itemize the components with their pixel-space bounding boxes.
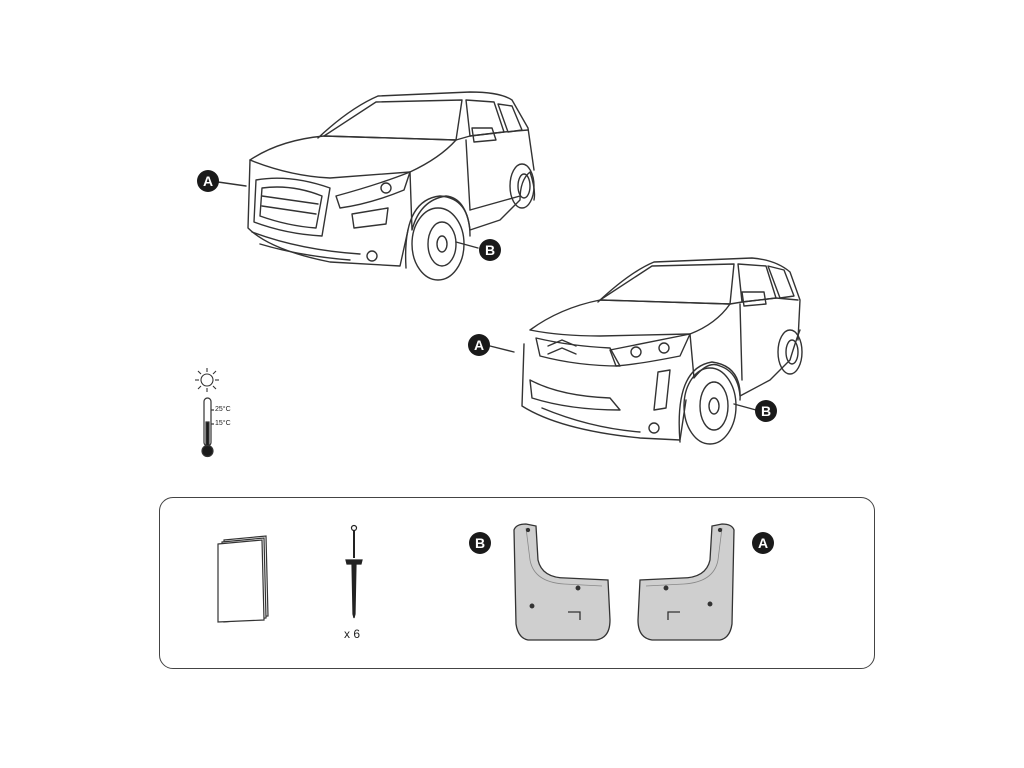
temperature-high-label: 25°C bbox=[215, 406, 231, 413]
rivet-icon bbox=[345, 524, 363, 619]
callout-a-mudflap: A bbox=[752, 532, 774, 554]
mudflap-a-icon bbox=[637, 523, 735, 641]
parts-kit-box bbox=[159, 497, 875, 669]
callout-a-car1: A bbox=[197, 170, 219, 192]
callout-b-car1: B bbox=[479, 239, 501, 261]
mudflap-b-icon bbox=[513, 523, 611, 641]
temperature-low-label: 15°C bbox=[215, 420, 231, 427]
callout-b-car2: B bbox=[755, 400, 777, 422]
rivet-quantity-label: x 6 bbox=[344, 627, 361, 641]
callout-b-mudflap: B bbox=[469, 532, 491, 554]
sun-icon bbox=[195, 368, 219, 392]
instruction-booklet-icon bbox=[217, 535, 269, 623]
callout-a-car2: A bbox=[468, 334, 490, 356]
thermometer-icon bbox=[201, 397, 214, 458]
